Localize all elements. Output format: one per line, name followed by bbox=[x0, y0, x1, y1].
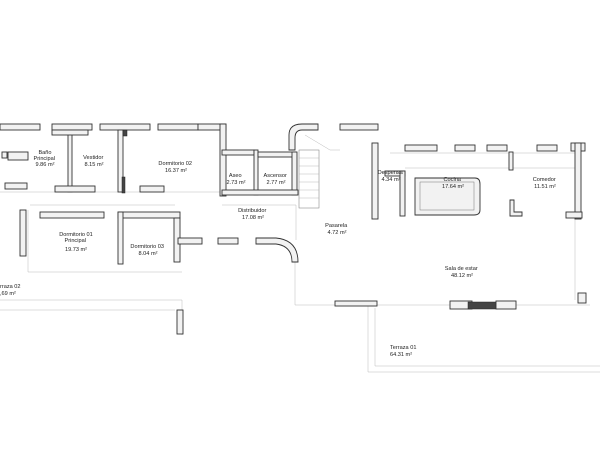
interior-lines bbox=[0, 152, 575, 240]
walls bbox=[0, 123, 587, 335]
room-aseo: Aseo 2.73 m² bbox=[227, 173, 246, 186]
room-distribuidor: Distribuidor 17.08 m² bbox=[238, 208, 268, 221]
staircase bbox=[298, 134, 340, 209]
room-dormitorio-02: Dormitorio 02 16.37 m² bbox=[158, 161, 193, 174]
room-terraza-02: rraza 02 ,69 m² bbox=[0, 284, 22, 297]
room-despensa: Despensa 4.34 m² bbox=[378, 170, 405, 183]
room-ascensor: Ascensor 2.77 m² bbox=[264, 173, 289, 186]
room-pasarela: Pasarela 4.72 m² bbox=[325, 223, 349, 236]
room-terraza-01: Terraza 01 64.31 m² bbox=[390, 345, 418, 358]
room-vestidor: Vestidor 8.15 m² bbox=[83, 155, 105, 168]
room-sala-de-estar: Sala de estar 48.12 m² bbox=[445, 266, 480, 279]
room-cocina: Cocina 17.64 m² bbox=[442, 177, 464, 190]
room-dormitorio-03: Dormitorio 03 8.04 m² bbox=[130, 244, 165, 257]
room-comedor: Comedor 11.51 m² bbox=[533, 177, 558, 190]
